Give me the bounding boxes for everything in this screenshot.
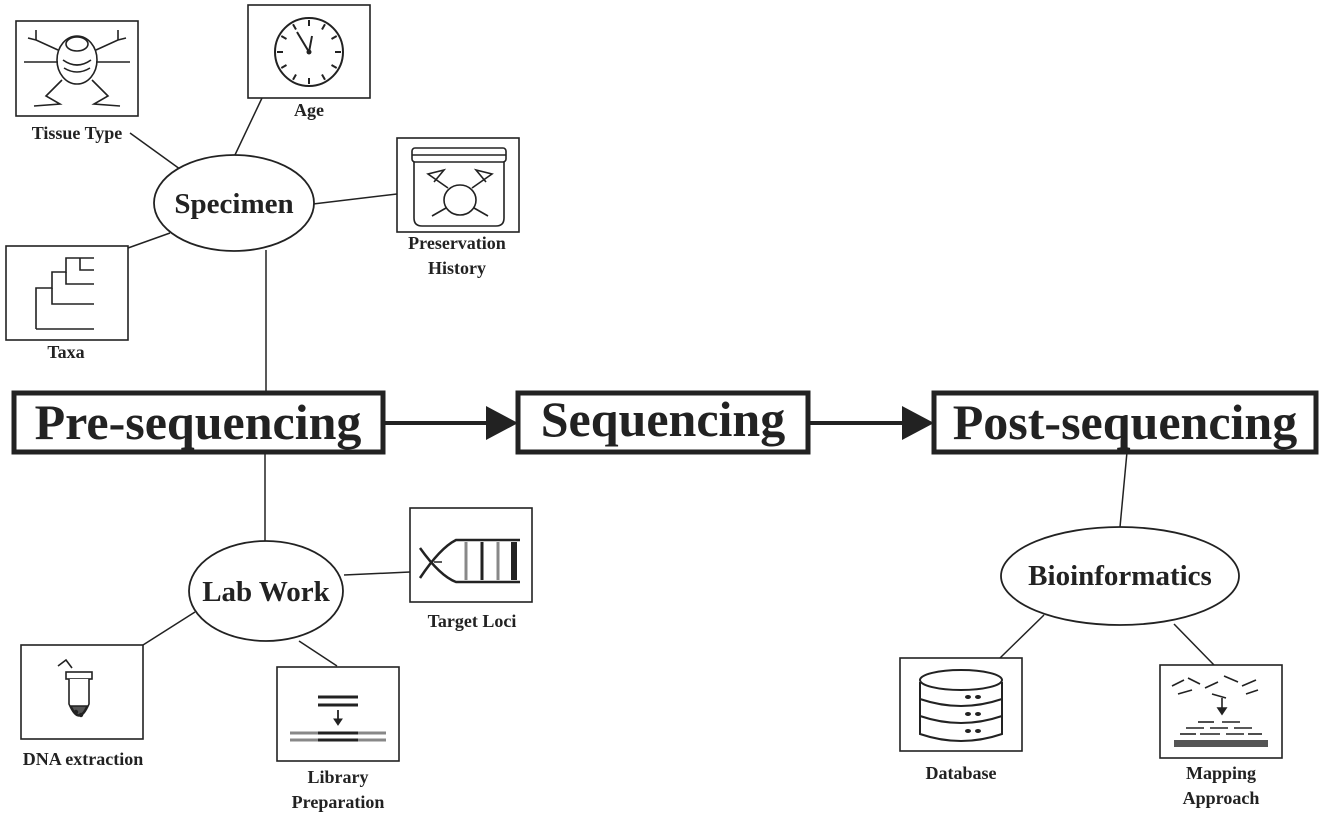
node-lab-work: Lab Work (188, 540, 344, 642)
caption: Mapping (1186, 763, 1256, 783)
age-item: Age (247, 4, 371, 120)
frog-dissection-icon (24, 30, 130, 107)
node-bioinformatics: Bioinformatics (1000, 526, 1240, 626)
connector-lines (127, 97, 1215, 667)
caption: Approach (1183, 788, 1260, 808)
stage-pre-sequencing: Pre-sequencing (11, 390, 386, 455)
clock-icon (274, 17, 344, 87)
mapping-approach-item: Mapping Approach (1159, 664, 1283, 808)
database-icon (919, 669, 1003, 742)
stage-sequencing: Sequencing (515, 390, 811, 455)
caption: Preservation (408, 233, 506, 253)
caption: Library (308, 767, 369, 787)
caption: Target Loci (428, 611, 517, 631)
library-prep-icon (290, 695, 386, 742)
node-specimen: Specimen (153, 154, 315, 252)
dna-helix-icon (418, 538, 520, 584)
tube-icon (57, 658, 93, 718)
stage-label: Post-sequencing (953, 394, 1297, 450)
caption: Taxa (47, 342, 84, 362)
read-mapping-icon (1171, 675, 1268, 747)
stage-post-sequencing: Post-sequencing (931, 390, 1319, 455)
arrowhead-seq-to-post (902, 406, 934, 440)
node-label: Bioinformatics (1028, 560, 1212, 592)
library-preparation-item: Library Preparation (276, 666, 400, 812)
taxa-item: Taxa (5, 245, 129, 362)
database-item: Database (899, 657, 1023, 783)
dna-extraction-item: DNA extraction (20, 644, 144, 769)
stage-label: Pre-sequencing (35, 394, 362, 450)
caption: Tissue Type (32, 123, 123, 143)
caption: History (428, 258, 486, 278)
caption: Preparation (292, 792, 385, 812)
caption: Age (294, 100, 324, 120)
tissue-type-item: Tissue Type (15, 20, 139, 143)
caption: Database (926, 763, 997, 783)
caption: DNA extraction (23, 749, 143, 769)
stage-label: Sequencing (541, 391, 786, 447)
specimen-jar-icon (411, 147, 507, 227)
arrowhead-pre-to-seq (486, 406, 518, 440)
node-label: Lab Work (202, 576, 330, 608)
target-loci-item: Target Loci (409, 507, 533, 631)
phylogenetic-tree-icon (35, 257, 94, 330)
preservation-history-item: Preservation History (396, 137, 520, 278)
node-label: Specimen (174, 188, 293, 220)
